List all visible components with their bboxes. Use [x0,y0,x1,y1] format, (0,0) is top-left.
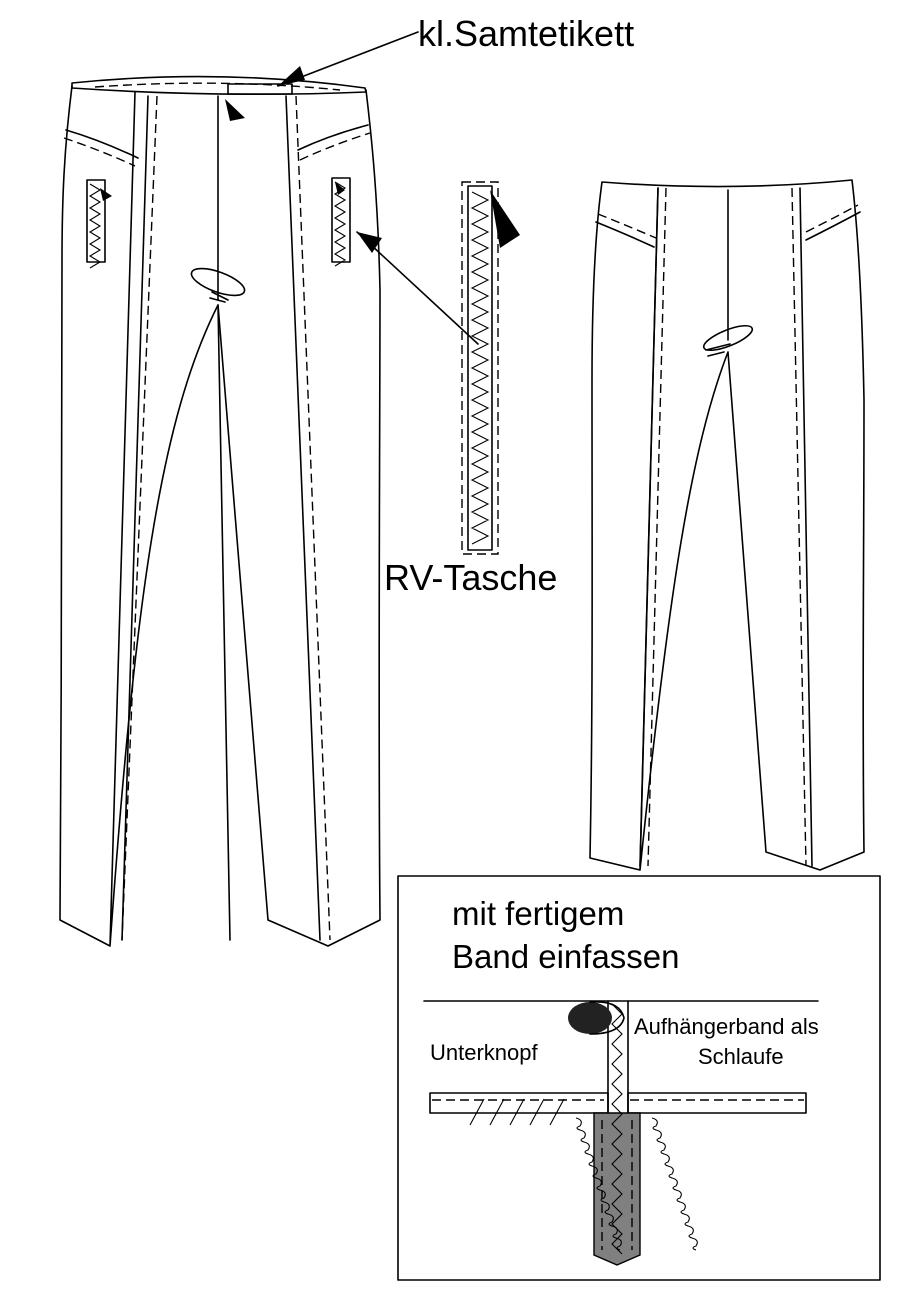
velvet-label-text: kl.Samtetikett [418,13,634,54]
zip-pocket-detail: RV-Tasche [356,181,557,598]
trousers-front-outline [59,85,381,947]
zip-pull-arrowhead [490,190,520,248]
zip-pocket-front-left [86,179,112,269]
under-button [568,1002,612,1034]
detail-title-line2: Band einfassen [452,938,680,975]
zip-pocket-text: RV-Tasche [384,557,557,598]
waistband-detail-box: mit fertigem Band einfassen Unterknopf A… [397,875,881,1281]
trousers-back-view [589,179,865,871]
under-button-text: Unterknopf [430,1040,539,1065]
velvet-label-callout: kl.Samtetikett [277,13,634,87]
hanger-loop-text-line2: Schlaufe [698,1044,784,1069]
zip-pocket-front-right [331,177,351,267]
trousers-front-view [59,75,381,947]
trousers-back-outline [589,179,865,871]
hanger-loop-text-line1: Aufhängerband als [634,1014,819,1039]
velvet-label-arrowhead [225,99,245,121]
detail-title-line1: mit fertigem [452,895,624,932]
